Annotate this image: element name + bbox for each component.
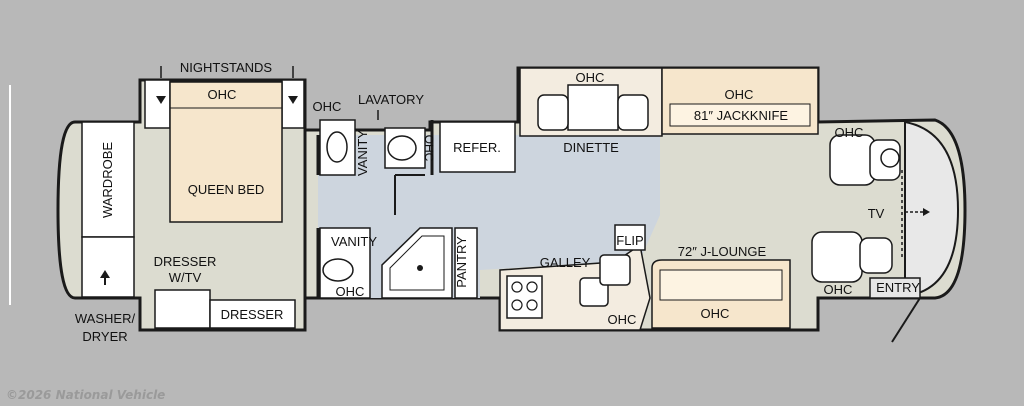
entry-door bbox=[891, 297, 921, 343]
label-ohc-entry: OHC bbox=[824, 282, 853, 297]
refrigerator bbox=[439, 121, 516, 173]
burner-3 bbox=[511, 299, 523, 311]
label-queen-bed: QUEEN BED bbox=[188, 182, 265, 197]
passenger-seat bbox=[859, 237, 893, 274]
label-vanity-top: VANITY bbox=[355, 130, 370, 176]
label-washer-1: WASHER/ bbox=[75, 311, 136, 326]
label-tv: TV bbox=[868, 206, 885, 221]
label-entry: ENTRY bbox=[876, 280, 920, 295]
shower-drain bbox=[417, 265, 423, 271]
label-washer-2: DRYER bbox=[82, 329, 127, 344]
jackknife-cushion bbox=[669, 103, 811, 127]
driver-seat bbox=[869, 139, 901, 181]
copyright-watermark: ©2026 National Vehicle bbox=[6, 388, 166, 402]
label-nightstands: NIGHTSTANDS bbox=[180, 60, 273, 75]
burner-2 bbox=[526, 281, 538, 293]
label-ohc-lav: OHC bbox=[313, 99, 342, 114]
dresser bbox=[209, 299, 296, 329]
dinette-chair-right bbox=[617, 94, 649, 131]
label-ohc-jackknife: OHC bbox=[725, 87, 754, 102]
label-jackknife: 81″ JACKKNIFE bbox=[694, 108, 789, 123]
burner-4 bbox=[526, 299, 538, 311]
label-ohc-cab: OHC bbox=[835, 125, 864, 140]
label-ohc-dinette: OHC bbox=[576, 70, 605, 85]
burner-1 bbox=[511, 281, 523, 293]
dresser-tv bbox=[154, 289, 211, 329]
label-ohc-vanity: OHC bbox=[336, 284, 365, 299]
nightstand-left bbox=[144, 79, 171, 129]
dinette-chair-left bbox=[537, 94, 569, 131]
entry-step bbox=[869, 277, 921, 299]
label-ohc-bed: OHC bbox=[208, 87, 237, 102]
passenger-chair-top bbox=[829, 134, 876, 186]
tv-arrow bbox=[923, 208, 930, 216]
shower bbox=[381, 227, 453, 299]
cooktop bbox=[506, 275, 543, 319]
shower-pan bbox=[389, 235, 445, 291]
nightstand-left-arrow bbox=[156, 96, 166, 104]
cab-area bbox=[904, 120, 960, 298]
lower-sink bbox=[322, 258, 354, 282]
label-lavatory: LAVATORY bbox=[358, 92, 424, 107]
nightstand-right-arrow bbox=[288, 96, 298, 104]
label-ohc-jlounge: OHC bbox=[701, 306, 730, 321]
washer-dryer bbox=[81, 236, 135, 298]
label-ohc-toilet: OHC bbox=[422, 135, 436, 162]
pantry bbox=[454, 227, 478, 299]
label-refer: REFER. bbox=[453, 140, 501, 155]
label-vanity-bottom: VANITY bbox=[331, 234, 377, 249]
jlounge-cushion bbox=[659, 269, 783, 301]
queen-bed bbox=[169, 81, 283, 223]
label-dresser-tv-2: W/TV bbox=[169, 270, 202, 285]
galley-sink-2 bbox=[599, 254, 631, 286]
flip-counter bbox=[614, 224, 646, 251]
label-ohc-galley: OHC bbox=[608, 312, 637, 327]
label-galley: GALLEY bbox=[540, 255, 591, 270]
galley-sink-1 bbox=[579, 277, 609, 307]
label-dresser: DRESSER bbox=[221, 307, 284, 322]
label-pantry: PANTRY bbox=[454, 236, 469, 288]
toilet-bowl bbox=[387, 135, 417, 161]
wardrobe bbox=[81, 121, 135, 238]
label-dinette: DINETTE bbox=[563, 140, 619, 155]
label-flip: FLIP bbox=[616, 233, 643, 248]
passenger-chair-bottom bbox=[811, 231, 863, 283]
label-jlounge: 72″ J-LOUNGE bbox=[678, 244, 767, 259]
dinette-table bbox=[567, 84, 619, 131]
lav-sink bbox=[326, 131, 348, 163]
label-dresser-tv-1: DRESSER bbox=[154, 254, 217, 269]
washer-arrow-head bbox=[100, 270, 110, 278]
steering-wheel bbox=[880, 148, 900, 168]
label-wardrobe: WARDROBE bbox=[100, 142, 115, 218]
